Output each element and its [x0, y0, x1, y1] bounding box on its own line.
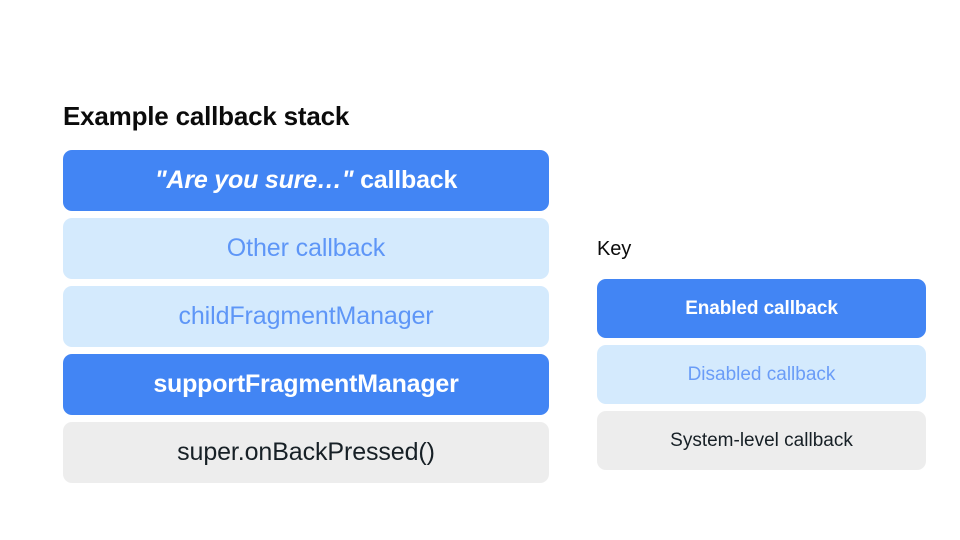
key-item-label: System-level callback — [670, 430, 853, 451]
key-item-disabled-callback: Disabled callback — [597, 345, 926, 404]
key-item-label: Enabled callback — [685, 298, 838, 319]
stack-item-are-you-sure-callback[interactable]: "Are you sure…" callback — [63, 149, 549, 211]
callback-stack-list: "Are you sure…" callback Other callback … — [63, 149, 549, 483]
stack-item-label-plain: callback — [353, 165, 458, 194]
key-item-system-level-callback: System-level callback — [597, 411, 926, 470]
key-title: Key — [597, 238, 632, 260]
stack-item-other-callback[interactable]: Other callback — [63, 217, 549, 279]
key-section: Key Enabled callback Disabled callback S… — [597, 238, 926, 470]
stack-item-super-onbackpressed[interactable]: super.onBackPressed() — [63, 421, 549, 483]
key-item-enabled-callback: Enabled callback — [597, 279, 926, 338]
stack-item-childfragmentmanager[interactable]: childFragmentManager — [63, 285, 549, 347]
stack-item-label: super.onBackPressed() — [177, 437, 435, 466]
stack-item-label-italic: "Are you sure…" — [154, 165, 354, 194]
stack-item-label: Other callback — [226, 233, 386, 262]
page-title: Example callback stack — [63, 101, 350, 131]
callback-stack-section: Example callback stack "Are you sure…" c… — [63, 101, 549, 483]
stack-item-label: "Are you sure…" callback — [154, 165, 458, 194]
stack-item-supportfragmentmanager[interactable]: supportFragmentManager — [63, 353, 549, 415]
stack-item-label: supportFragmentManager — [153, 369, 459, 398]
key-item-label: Disabled callback — [687, 364, 836, 385]
stack-item-label: childFragmentManager — [178, 301, 434, 330]
key-list: Enabled callback Disabled callback Syste… — [597, 279, 926, 470]
